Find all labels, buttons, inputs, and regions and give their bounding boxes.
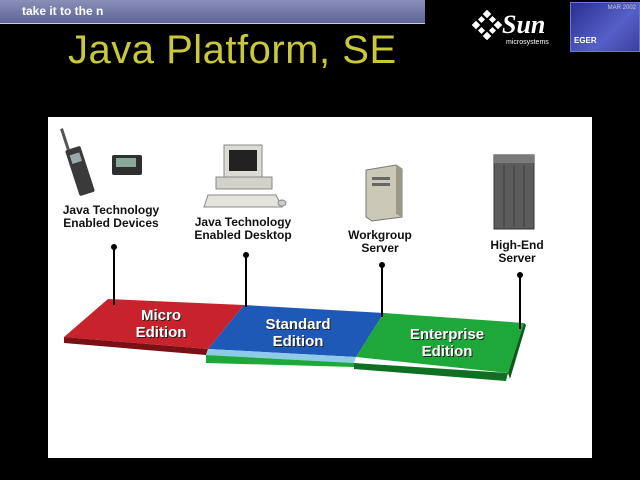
sun-logo: Sun microsystems — [472, 8, 552, 48]
device-label-enabled-devices: Java Technology Enabled Devices — [52, 204, 170, 230]
edition-bands — [64, 299, 526, 381]
edition-label-line: Enterprise — [409, 326, 485, 343]
edition-label-line: Micro — [140, 307, 181, 324]
enterprise-edition-band — [356, 313, 524, 373]
connector-lines — [113, 247, 521, 329]
device-label-line: Java Technology — [62, 203, 160, 217]
sun-logo-word: Sun — [502, 10, 546, 39]
micro-edition-band — [64, 299, 244, 349]
standard-edition-label: Standard Edition — [248, 316, 348, 350]
standard-edition-band — [208, 305, 384, 357]
edition-label-line: Edition — [135, 324, 187, 341]
device-label-enabled-desktop: Java Technology Enabled Desktop — [184, 216, 302, 242]
edition-label-line: Edition — [272, 333, 324, 350]
edition-label-line: Standard — [265, 316, 331, 333]
enterprise-edition-label: Enterprise Edition — [392, 326, 502, 360]
device-label-line: High-End — [490, 238, 544, 252]
high-end-server-icon — [493, 154, 535, 230]
micro-edition-label: Micro Edition — [116, 307, 206, 341]
cellphone-pager-icon — [60, 128, 142, 196]
device-label-line: Enabled Desktop — [194, 228, 292, 242]
device-label-line: Enabled Devices — [63, 216, 159, 230]
device-label-line: Java Technology — [194, 215, 292, 229]
desktop-computer-icon — [203, 144, 287, 208]
header-tagline: take it to the n — [22, 4, 104, 18]
workgroup-server-icon — [365, 164, 403, 222]
sun-logo-subtitle: microsystems — [506, 39, 549, 46]
device-label-line: Workgroup — [348, 228, 412, 242]
eger-badge: MAR 2002 EGER — [570, 2, 640, 52]
diagram-panel: Java Technology Enabled Devices Java Tec… — [48, 117, 592, 458]
eger-label: EGER — [574, 36, 597, 45]
eger-date: MAR 2002 — [607, 5, 636, 11]
device-label-workgroup-server: Workgroup Server — [332, 229, 428, 255]
device-label-high-end-server: High-End Server — [472, 239, 562, 265]
slide-title: Java Platform, SE — [68, 28, 397, 72]
edition-label-line: Edition — [421, 343, 473, 360]
device-label-line: Server — [498, 251, 536, 265]
sun-diamond-icon — [472, 10, 502, 40]
platform-diagram — [60, 128, 535, 381]
device-label-line: Server — [361, 241, 399, 255]
header-bar: take it to the n — [0, 0, 425, 24]
